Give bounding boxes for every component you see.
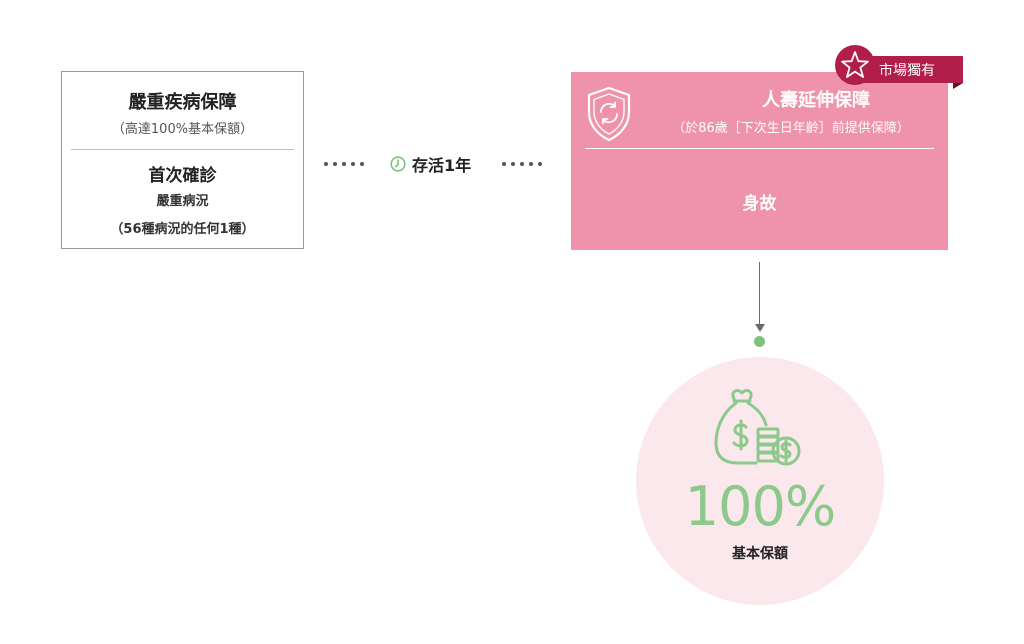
badge-band (859, 56, 963, 83)
market-exclusive-badge: 市場獨有 (835, 45, 965, 89)
star-icon (841, 51, 869, 78)
survival-period: 存活1年 (390, 153, 471, 175)
divider (585, 148, 934, 149)
money-bag-coins-icon (714, 389, 801, 466)
dotted-connector-left (324, 162, 364, 168)
death-label: 身故 (742, 194, 777, 214)
critical-illness-subtitle: （高達100%基本保額） (111, 122, 254, 137)
extended-life-title: 人壽延伸保障 (762, 90, 870, 111)
extended-life-subtitle: （於86歲［下次生日年齡］前提供保障） (672, 121, 910, 136)
badge-label: 市場獨有 (879, 63, 935, 79)
benefit-label: 基本保額 (732, 546, 788, 562)
first-diagnosis-label: 首次確診 (148, 166, 217, 186)
critical-illness-box: 嚴重疾病保障 （高達100%基本保額） 首次確診 嚴重病況 （56種病況的任何1… (61, 71, 304, 249)
condition-label: 嚴重病況 (156, 194, 209, 209)
extended-life-box: 人壽延伸保障 （於86歲［下次生日年齡］前提供保障） 身故 (571, 72, 948, 250)
clock-icon (390, 156, 406, 172)
badge-circle (835, 45, 875, 85)
benefit-percent: 100% (684, 475, 836, 538)
arrow-down-icon (755, 324, 765, 332)
critical-illness-title: 嚴重疾病保障 (128, 92, 237, 113)
condition-detail: （56種病況的任何1種） (110, 222, 255, 237)
shield-refresh-icon (587, 86, 631, 142)
dotted-connector-right (502, 162, 542, 168)
survival-label: 存活1年 (412, 156, 472, 175)
badge-fold (953, 83, 963, 89)
divider (71, 149, 294, 150)
arrow-end-dot (754, 336, 765, 347)
arrow-line (759, 262, 760, 326)
benefit-circle: 100% 基本保額 (636, 357, 884, 605)
